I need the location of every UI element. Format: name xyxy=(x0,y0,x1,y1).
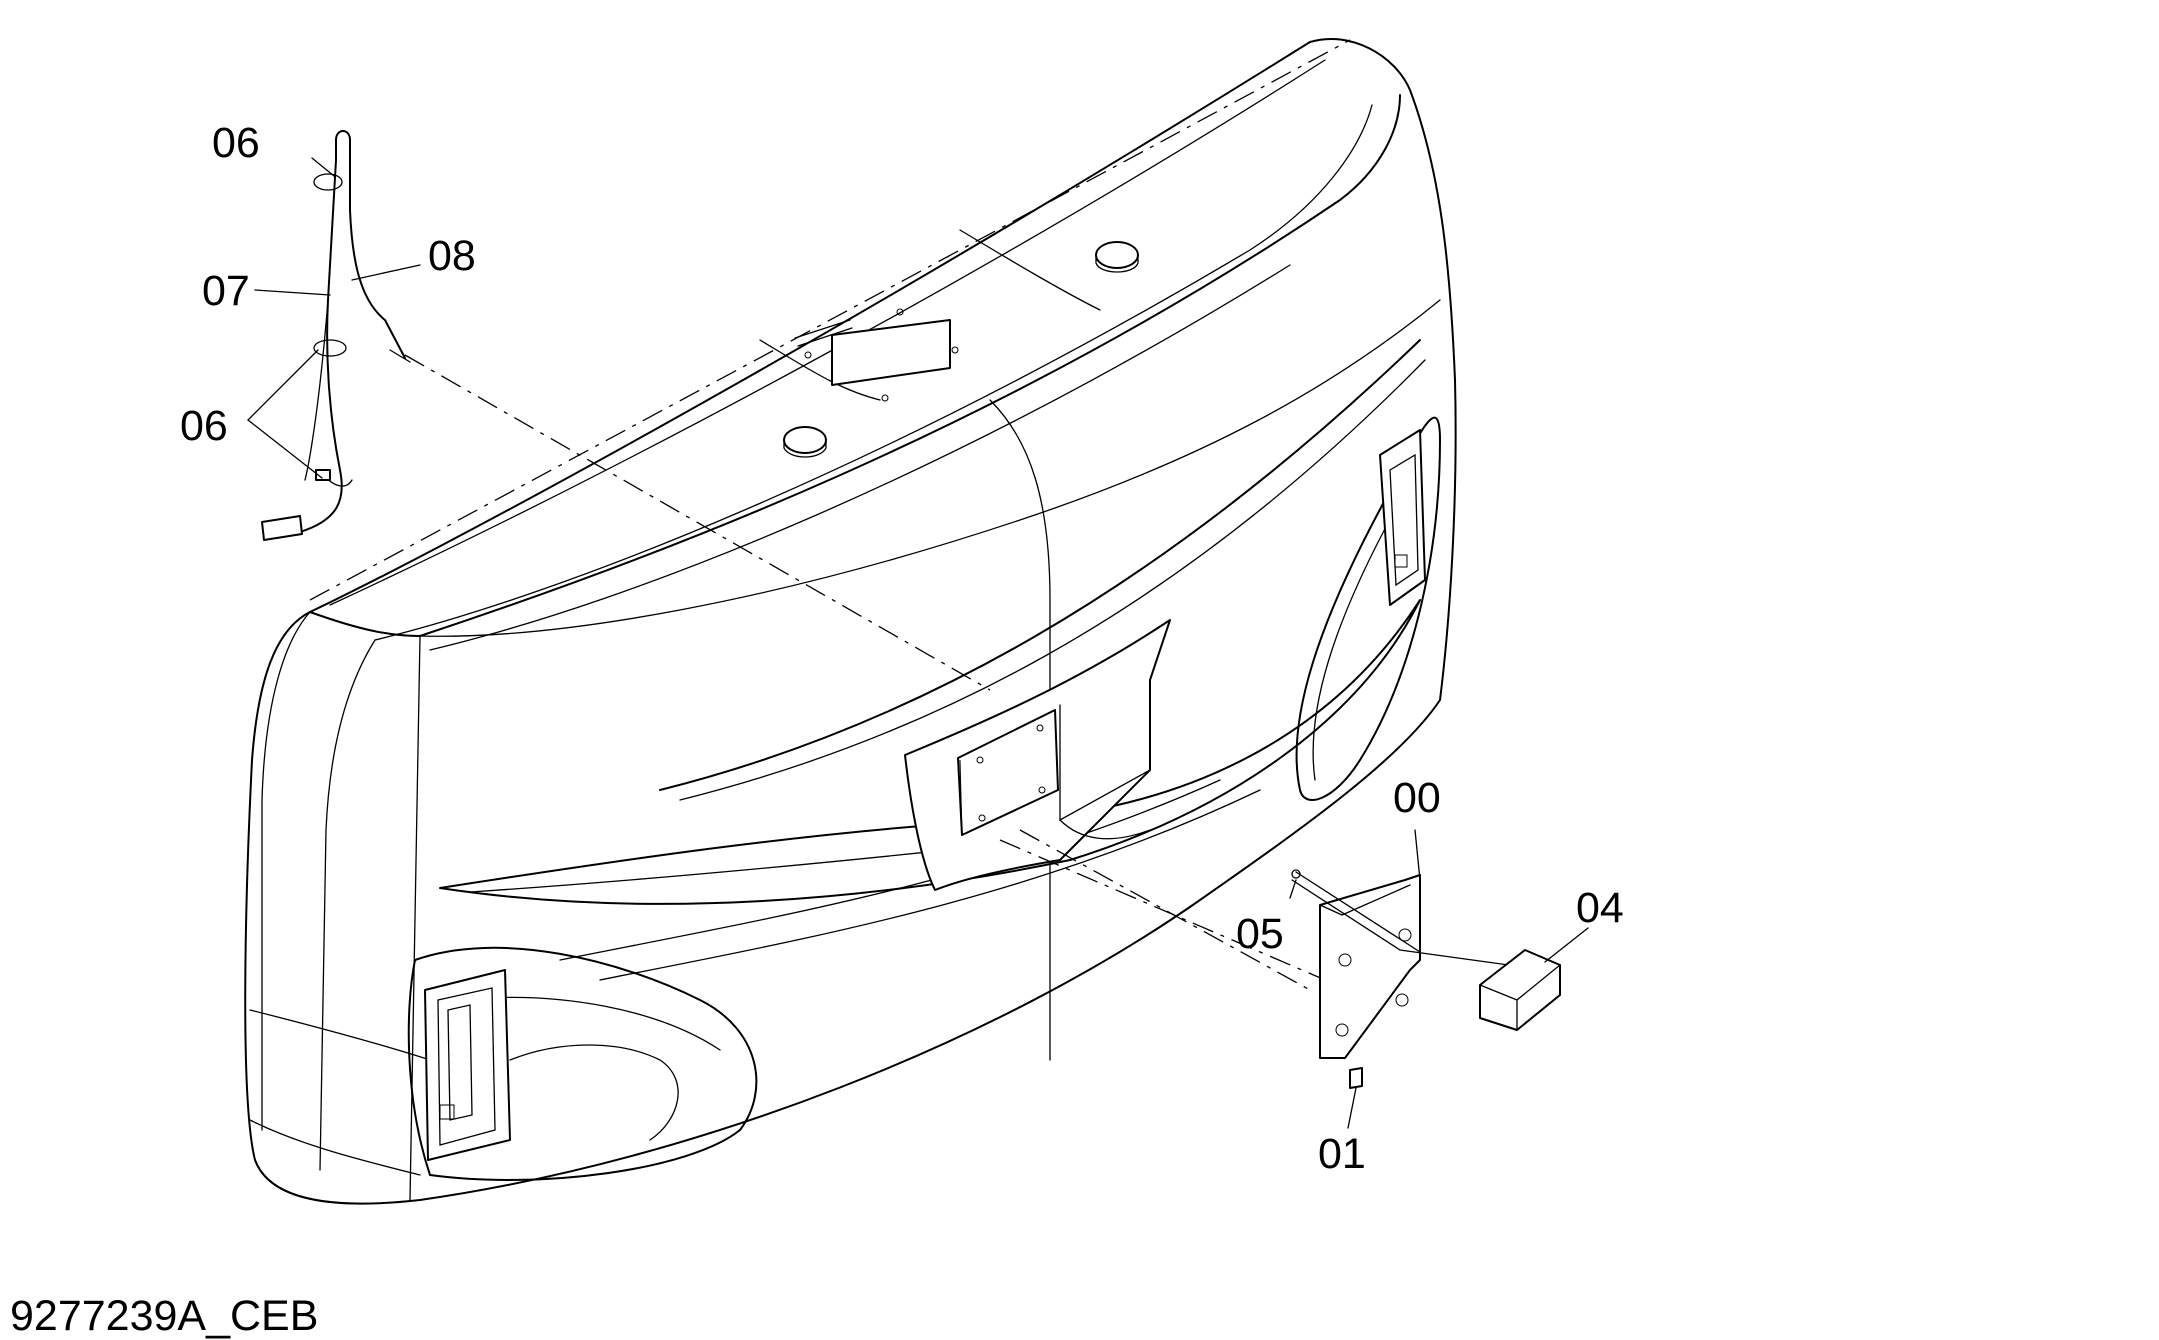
callout-05: 05 xyxy=(1236,910,1284,958)
counterweight-body xyxy=(244,37,1457,1205)
leader-lines xyxy=(309,39,1361,996)
plate-bracket-assembly xyxy=(1291,869,1561,1089)
callout-00: 00 xyxy=(1393,774,1441,822)
callout-06-lower: 06 xyxy=(180,402,228,450)
callout-01: 01 xyxy=(1318,1130,1366,1178)
callout-08: 08 xyxy=(428,232,476,280)
callout-04: 04 xyxy=(1576,884,1624,932)
wire-harness xyxy=(261,130,411,541)
callout-leaders xyxy=(247,157,1589,1129)
drawing-code: 9277239A_CEB xyxy=(10,1292,318,1340)
callout-07: 07 xyxy=(202,267,250,315)
callout-06-upper: 06 xyxy=(212,119,260,167)
callout-labels: 06 08 07 06 00 04 05 01 xyxy=(180,119,1624,1178)
